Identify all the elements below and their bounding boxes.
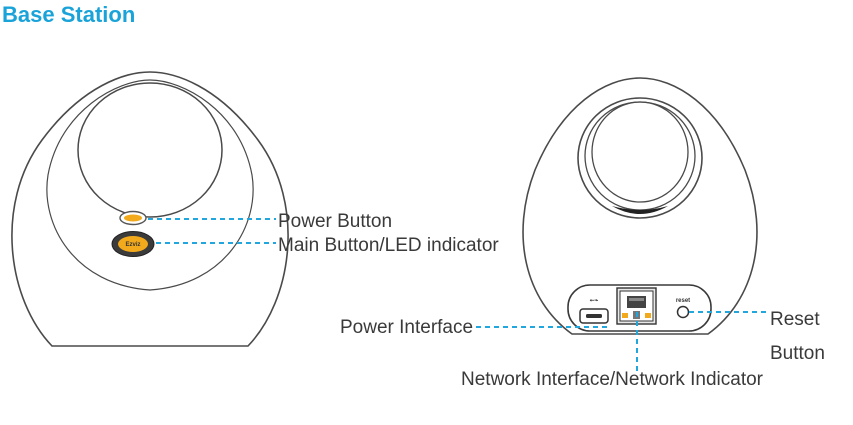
back-lens-outer: [577, 97, 703, 219]
network-indicator-led-left: [622, 313, 628, 318]
back-lens-shadow: [612, 206, 668, 214]
network-interface-label: Network Interface/Network Indicator: [461, 369, 764, 390]
network-port-pins: [629, 298, 644, 301]
network-port-contacts: [627, 296, 646, 308]
reset-button-label-line1: Reset: [770, 309, 820, 330]
main-button-led: [118, 236, 148, 252]
power-button-led: [124, 214, 142, 222]
main-button-label: Main Button/LED indicator: [278, 235, 499, 256]
power-interface-label: Power Interface: [340, 317, 473, 338]
reset-button[interactable]: [676, 305, 690, 319]
reset-port-mark: reset: [676, 298, 690, 304]
front-inner-rim: [46, 79, 254, 291]
section-heading: Base Station: [2, 2, 135, 27]
usb-port-mark: ⭠⌁: [590, 298, 599, 304]
front-view: Ezviz Power Button Main Button/LED indic…: [11, 71, 499, 347]
front-lens-ring: [77, 82, 223, 218]
back-view: ⭠⌁ reset Power Interface Network Interfa…: [340, 77, 825, 390]
back-lens-inner: [591, 101, 689, 203]
back-lens-ring: [584, 101, 696, 211]
main-button-mark: Ezviz: [125, 242, 140, 248]
power-button-label: Power Button: [278, 211, 392, 232]
reset-button-label-line2: Button: [770, 343, 825, 364]
power-interface-pin: [586, 314, 602, 318]
back-body-outline: [522, 77, 758, 335]
network-indicator-led-right: [645, 313, 651, 318]
front-body-outline: [11, 71, 289, 347]
